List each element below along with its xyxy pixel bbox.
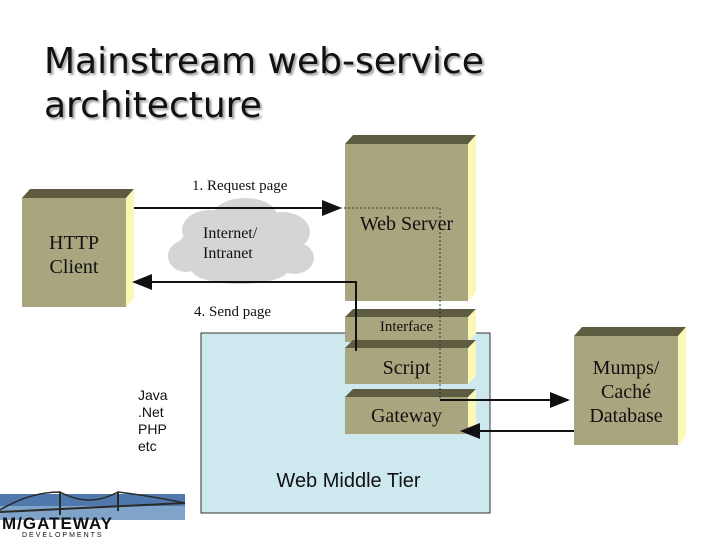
web-server-label: Web Server	[359, 213, 454, 235]
database-label: Mumps/ Caché Database	[589, 357, 663, 427]
gateway-label: Gateway	[370, 405, 443, 427]
http-client-label: HTTP Client	[49, 232, 99, 278]
middle-tier-label: Web Middle Tier	[276, 470, 421, 492]
request-label: 1. Request page	[192, 178, 288, 194]
languages-list: Java .Net PHP etc	[138, 387, 168, 454]
bridge-logo-graphic	[0, 491, 186, 520]
dotted-request-flow	[340, 207, 441, 400]
interface-box	[345, 309, 476, 342]
interface-label: Interface	[379, 319, 434, 335]
slide-title: Mainstream web-service architecture	[44, 41, 484, 126]
script-label: Script	[382, 357, 431, 379]
send-label: 4. Send page	[194, 304, 272, 320]
cloud-label: Internet/ Intranet	[203, 225, 258, 262]
web-server-box	[345, 135, 476, 301]
cloud-shape	[168, 198, 314, 284]
http-client-box	[22, 189, 134, 307]
database-box	[574, 327, 686, 445]
send-arrow	[132, 274, 357, 351]
script-box	[345, 340, 476, 384]
logo-subtitle: DEVELOPMENTS	[22, 532, 104, 539]
logo-wordmark: M/GATEWAY	[2, 514, 114, 533]
